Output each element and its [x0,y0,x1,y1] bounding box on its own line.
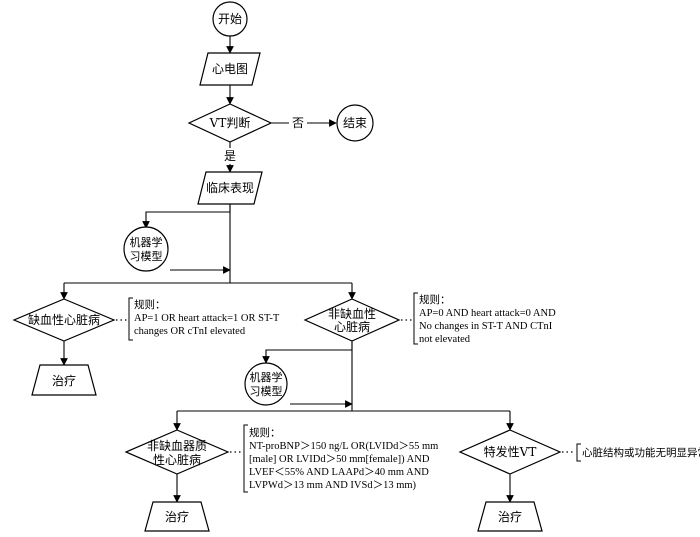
non-ischemic-rule-note: 规则： AP=0 AND heart attack=0 AND No chang… [419,293,556,345]
svg-text:changes OR cTnI elevated: changes OR cTnI elevated [134,326,246,337]
svg-text:NT-proBNP＞150 ng/L OR(LVIDd＞55: NT-proBNP＞150 ng/L OR(LVIDd＞55 mm [249,441,438,452]
treatment-node-1: 治疗 [31,364,97,396]
svg-text:not elevated: not elevated [419,334,471,345]
ischemic-heart-disease-node: 缺血性心脏病 [12,298,116,342]
svg-text:治疗: 治疗 [498,510,522,524]
ischemic-rule-note: 规则： AP=1 OR heart attack=1 OR ST-T chang… [134,298,280,337]
svg-text:机器学: 机器学 [130,235,163,249]
svg-text:心脏病: 心脏病 [334,319,370,334]
svg-text:心电图: 心电图 [212,62,248,76]
svg-text:规则：: 规则： [419,293,451,306]
ischemic-rule-bracket [128,297,133,341]
edge-label-no: 否 [292,116,304,130]
organic-rule-note: 规则： NT-proBNP＞150 ng/L OR(LVIDd＞55 mm [m… [249,426,438,491]
idiopathic-vt-node: 特发性VT [458,429,562,475]
svg-text:VT判断: VT判断 [209,115,251,130]
non-ischemic-organic-heart-disease-node: 非缺血器质 性心脏病 [124,429,230,475]
idiopathic-rule-bracket [576,443,581,462]
ecg-node: 心电图 [199,52,261,86]
svg-text:临床表现: 临床表现 [206,181,254,195]
svg-text:AP=0 AND heart attack=0 AND: AP=0 AND heart attack=0 AND [419,308,556,319]
organic-rule-bracket [243,424,248,493]
edge-nonisch-ml2 [262,341,353,364]
idiopathic-rule-note: 心脏结构或功能无明显异常 [582,446,700,459]
svg-text:AP=1 OR heart attack=1 OR ST-T: AP=1 OR heart attack=1 OR ST-T [134,313,280,324]
start-node: 开始 [212,1,248,37]
svg-text:习模型: 习模型 [130,249,163,263]
svg-text:规则：: 规则： [134,298,166,311]
non-ischemic-rule-bracket [413,292,418,345]
clinical-node: 临床表现 [197,171,263,205]
treatment-node-3: 治疗 [477,501,543,532]
svg-text:No changes in ST-T AND CTnI: No changes in ST-T AND CTnI [419,321,553,332]
svg-text:机器学: 机器学 [250,370,283,384]
svg-text:非缺血性: 非缺血性 [328,306,376,321]
non-ischemic-heart-disease-node: 非缺血性 心脏病 [303,298,401,342]
svg-text:规则：: 规则： [249,426,281,439]
svg-text:特发性VT: 特发性VT [484,444,537,459]
svg-text:缺血性心脏病: 缺血性心脏病 [28,312,100,327]
svg-text:治疗: 治疗 [52,374,76,388]
treatment-node-2: 治疗 [144,501,210,532]
svg-text:LVPWd＞13 mm AND IVSd＞13 mm): LVPWd＞13 mm AND IVSd＞13 mm) [249,480,417,491]
edge-label-yes: 是 [224,149,236,163]
svg-text:开始: 开始 [218,12,242,26]
svg-text:[male] OR LVIDd＞50 mm[female]): [male] OR LVIDd＞50 mm[female]) AND [249,454,430,465]
end-node: 结束 [336,104,374,142]
svg-text:LVEF＜55% AND LAAPd＞40 mm AND: LVEF＜55% AND LAAPd＞40 mm AND [249,467,429,478]
vt-judge-node: VT判断 [187,103,273,143]
svg-text:非缺血器质: 非缺血器质 [147,438,207,453]
svg-text:结束: 结束 [343,116,367,130]
edge-clinical-ml1 [142,204,231,229]
edges [60,36,514,503]
svg-text:性心脏病: 性心脏病 [153,452,201,467]
ml-model-node-2: 机器学 习模型 [244,362,288,406]
svg-text:习模型: 习模型 [250,384,283,398]
ml-model-node-1: 机器学 习模型 [123,226,169,272]
svg-text:治疗: 治疗 [165,510,189,524]
